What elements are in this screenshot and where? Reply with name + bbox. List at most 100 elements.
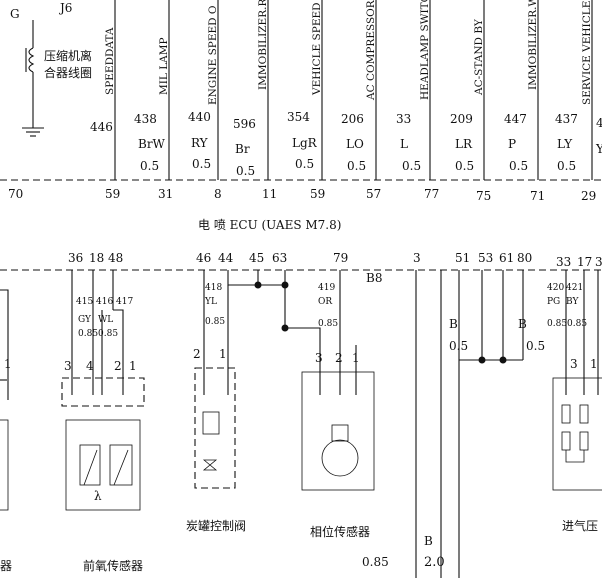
circuit-447: 447 bbox=[504, 112, 527, 126]
signal-names: SPEEDDATA MIL LAMP ENGINE SPEED O IMMOBI… bbox=[104, 0, 593, 105]
o2-circuit-415: 415 bbox=[76, 297, 93, 307]
circuit-438: 438 bbox=[134, 112, 157, 126]
svg-text:2: 2 bbox=[335, 351, 343, 365]
pin-80: 80 bbox=[517, 251, 532, 265]
phase-sensor: 419 B8 OR 0.85 3 2 1 bbox=[281, 270, 382, 491]
size-209: 0.5 bbox=[455, 159, 474, 173]
pin-44: 44 bbox=[218, 251, 234, 265]
svg-text:3: 3 bbox=[315, 351, 323, 365]
svg-text:B: B bbox=[518, 317, 527, 331]
color-p: P bbox=[508, 137, 516, 151]
pin-79: 79 bbox=[333, 251, 348, 265]
pin-36: 36 bbox=[68, 251, 83, 265]
signal-immobilizer-r: IMMOBILIZER.R bbox=[257, 0, 269, 90]
svg-text:421: 421 bbox=[566, 283, 583, 293]
pin-18: 18 bbox=[89, 251, 104, 265]
svg-text:0.85: 0.85 bbox=[318, 319, 338, 329]
circuit-440: 440 bbox=[188, 110, 211, 124]
canister-valve-label: 炭罐控制阀 bbox=[186, 519, 246, 533]
svg-text:GY: GY bbox=[78, 315, 92, 325]
svg-text:1: 1 bbox=[590, 357, 598, 371]
pin-71: 71 bbox=[530, 189, 545, 203]
svg-text:1: 1 bbox=[129, 359, 137, 373]
svg-text:0.5: 0.5 bbox=[449, 339, 468, 353]
svg-text:OR: OR bbox=[318, 297, 332, 307]
pin-8: 8 bbox=[214, 187, 222, 201]
svg-text:3: 3 bbox=[64, 359, 72, 373]
pin-3a: 3 bbox=[413, 251, 421, 265]
svg-text:B8: B8 bbox=[366, 271, 382, 285]
pin-48: 48 bbox=[108, 251, 123, 265]
signal-ac-compressor: AC COMPRESSOR SV bbox=[365, 0, 377, 101]
color-l: L bbox=[400, 137, 408, 151]
svg-text:0.85: 0.85 bbox=[205, 317, 225, 327]
color-lgr: LgR bbox=[292, 136, 318, 150]
top-wires bbox=[114, 0, 593, 180]
color-br: Br bbox=[235, 142, 250, 156]
top-circuit-numbers: 446 438 440 596 354 206 33 209 447 437 4 bbox=[90, 110, 602, 134]
pin-29: 29 bbox=[581, 189, 596, 203]
o2-circuit-417: 417 bbox=[116, 297, 133, 307]
color-lo: LO bbox=[346, 137, 364, 151]
svg-text:0.85: 0.85 bbox=[98, 329, 118, 339]
svg-text:λ: λ bbox=[94, 489, 102, 503]
pin-51: 51 bbox=[455, 251, 470, 265]
color-lr: LR bbox=[455, 137, 473, 151]
signal-headlamp-switch: HEADLAMP SWITCH bbox=[419, 0, 431, 100]
size-354: 0.5 bbox=[295, 157, 314, 171]
ref-j6-label: J6 bbox=[58, 1, 72, 15]
pin-70: 70 bbox=[8, 187, 23, 201]
compressor-clutch-label-2: 合器线圈 bbox=[44, 65, 92, 80]
pin-59b: 59 bbox=[310, 187, 325, 201]
svg-text:0.85: 0.85 bbox=[362, 555, 389, 569]
front-o2-sensor-label: 前氧传感器 bbox=[83, 558, 143, 573]
svg-text:2: 2 bbox=[193, 347, 201, 361]
signal-ac-standby: AC-STAND BY bbox=[473, 18, 485, 96]
pin-45: 45 bbox=[249, 251, 264, 265]
circuit-33: 33 bbox=[396, 112, 411, 126]
top-wire-colors: BrW RY Br LgR LO L LR P LY Y bbox=[138, 136, 602, 156]
svg-text:1: 1 bbox=[352, 351, 360, 365]
color-ly: LY bbox=[557, 137, 573, 151]
svg-text:PG: PG bbox=[547, 297, 560, 307]
front-o2-sensor: 415 416 417 GY WL 0.85 0.85 3 4 2 1 λ bbox=[61, 270, 145, 511]
size-206: 0.5 bbox=[347, 159, 366, 173]
ref-g-label: G bbox=[10, 7, 20, 21]
ground-wires: B B 0.5 0.5 B 2.0 0.85 bbox=[362, 270, 545, 578]
svg-text:B: B bbox=[449, 317, 458, 331]
size-33: 0.5 bbox=[402, 159, 421, 173]
size-440: 0.5 bbox=[192, 157, 211, 171]
svg-text:2.0: 2.0 bbox=[424, 555, 445, 570]
pin-63: 63 bbox=[272, 251, 287, 265]
svg-text:WL: WL bbox=[98, 315, 113, 325]
compressor-clutch-label-1: 压缩机离 bbox=[44, 48, 92, 63]
signal-speeddata: SPEEDDATA bbox=[104, 27, 116, 95]
size-438: 0.5 bbox=[140, 159, 159, 173]
circuit-209: 209 bbox=[450, 112, 473, 126]
svg-text:0.85: 0.85 bbox=[78, 329, 98, 339]
signal-service-vehicle: SERVICE VEHICLE bbox=[581, 1, 593, 105]
left-component-label: 器 bbox=[0, 559, 12, 573]
pin-77: 77 bbox=[424, 187, 439, 201]
svg-text:BY: BY bbox=[566, 297, 579, 307]
pin-75: 75 bbox=[476, 189, 491, 203]
circuit-596: 596 bbox=[233, 117, 256, 131]
circuit-4: 4 bbox=[596, 116, 602, 130]
top-wire-sizes: 0.5 0.5 0.5 0.5 0.5 0.5 0.5 0.5 0.5 bbox=[140, 157, 576, 178]
color-brw: BrW bbox=[138, 137, 166, 151]
circuit-446: 446 bbox=[90, 120, 113, 134]
phase-sensor-label: 相位传感器 bbox=[310, 524, 370, 539]
svg-text:418: 418 bbox=[205, 283, 222, 293]
size-447: 0.5 bbox=[509, 159, 528, 173]
svg-text:420: 420 bbox=[547, 283, 564, 293]
svg-text:0.5: 0.5 bbox=[526, 339, 545, 353]
svg-text:0.85: 0.85 bbox=[567, 319, 587, 329]
size-596: 0.5 bbox=[236, 164, 255, 178]
ecu-bottom-pins: 36 18 48 46 44 45 63 79 3 51 53 61 80 33… bbox=[68, 251, 602, 269]
o2-circuit-416: 416 bbox=[96, 297, 113, 307]
pin-57: 57 bbox=[366, 187, 381, 201]
signal-immobilizer-w: IMMOBILIZER.W bbox=[527, 0, 539, 90]
pin-61: 61 bbox=[499, 251, 514, 265]
signal-vehicle-speed: VEHICLE SPEED S bbox=[311, 0, 323, 96]
